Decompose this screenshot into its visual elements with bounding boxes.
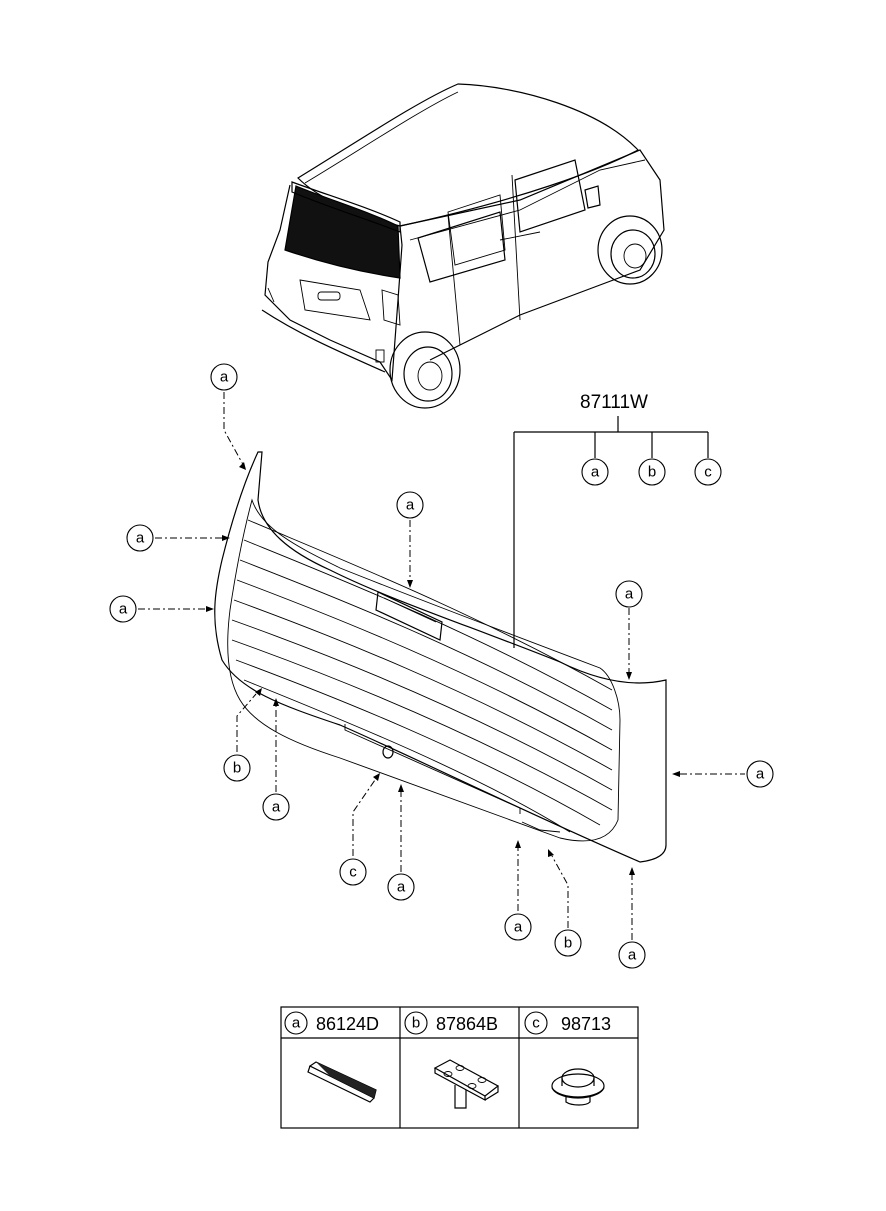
svg-text:a: a [756, 766, 765, 783]
svg-text:a: a [119, 601, 128, 618]
svg-text:c: c [532, 1015, 540, 1032]
legend-part-a: 86124D [316, 1014, 379, 1034]
svg-text:a: a [136, 530, 145, 547]
callout-b-left: b [223, 754, 251, 782]
legend-part-b: 87864B [436, 1014, 498, 1034]
callout-b-right: b [554, 929, 582, 957]
svg-text:a: a [397, 879, 406, 896]
callout-a-bottom-center: a [387, 873, 415, 901]
assembly-part-number: 87111W [580, 392, 648, 413]
callout-a-left-upper: a [126, 524, 154, 552]
svg-text:b: b [564, 935, 572, 952]
part-c-illustration [551, 1068, 605, 1106]
legend-table: a 86124D b 87864B c 98713 [280, 1006, 639, 1129]
callouts: a b c a a a a a a b a c a a b a [109, 363, 774, 969]
callout-c-bracket: c [694, 458, 722, 486]
svg-text:a: a [591, 464, 600, 481]
svg-text:b: b [233, 760, 241, 777]
part-a-illustration [307, 1061, 377, 1103]
leader-lines [138, 392, 745, 940]
callout-a-brake-light: a [396, 491, 424, 519]
svg-text:a: a [220, 369, 229, 386]
rear-window-highlight [284, 185, 401, 279]
legend-letter-b: b [404, 1011, 428, 1035]
assembly-bracket: 87111W [513, 392, 709, 648]
svg-text:a: a [625, 586, 634, 603]
callout-b-bracket: b [638, 458, 666, 486]
legend-part-c: 98713 [561, 1014, 611, 1034]
callout-c-wiper: c [339, 858, 367, 886]
callout-a-bottom-right1: a [504, 913, 532, 941]
callout-a-bracket: a [581, 458, 609, 486]
svg-text:b: b [412, 1015, 420, 1032]
svg-text:a: a [628, 947, 637, 964]
svg-text:a: a [292, 1015, 301, 1032]
svg-text:a: a [514, 919, 523, 936]
callout-a-top-left: a [210, 363, 238, 391]
callout-a-right-side: a [746, 760, 774, 788]
callout-a-left-lower: a [109, 595, 137, 623]
svg-text:c: c [704, 464, 712, 481]
svg-text:b: b [648, 464, 656, 481]
svg-text:a: a [406, 497, 415, 514]
svg-text:c: c [349, 864, 357, 881]
legend-letter-a: a [284, 1011, 308, 1035]
vehicle-illustration [261, 83, 665, 409]
svg-text:a: a [272, 799, 281, 816]
defroster-lines [231, 519, 613, 833]
callout-a-right-top: a [615, 580, 643, 608]
callout-a-bottom-right2: a [618, 941, 646, 969]
part-b-illustration [433, 1059, 500, 1109]
rear-glass [214, 451, 667, 863]
callout-a-lower-left: a [262, 793, 290, 821]
legend-letter-c: c [524, 1011, 548, 1035]
